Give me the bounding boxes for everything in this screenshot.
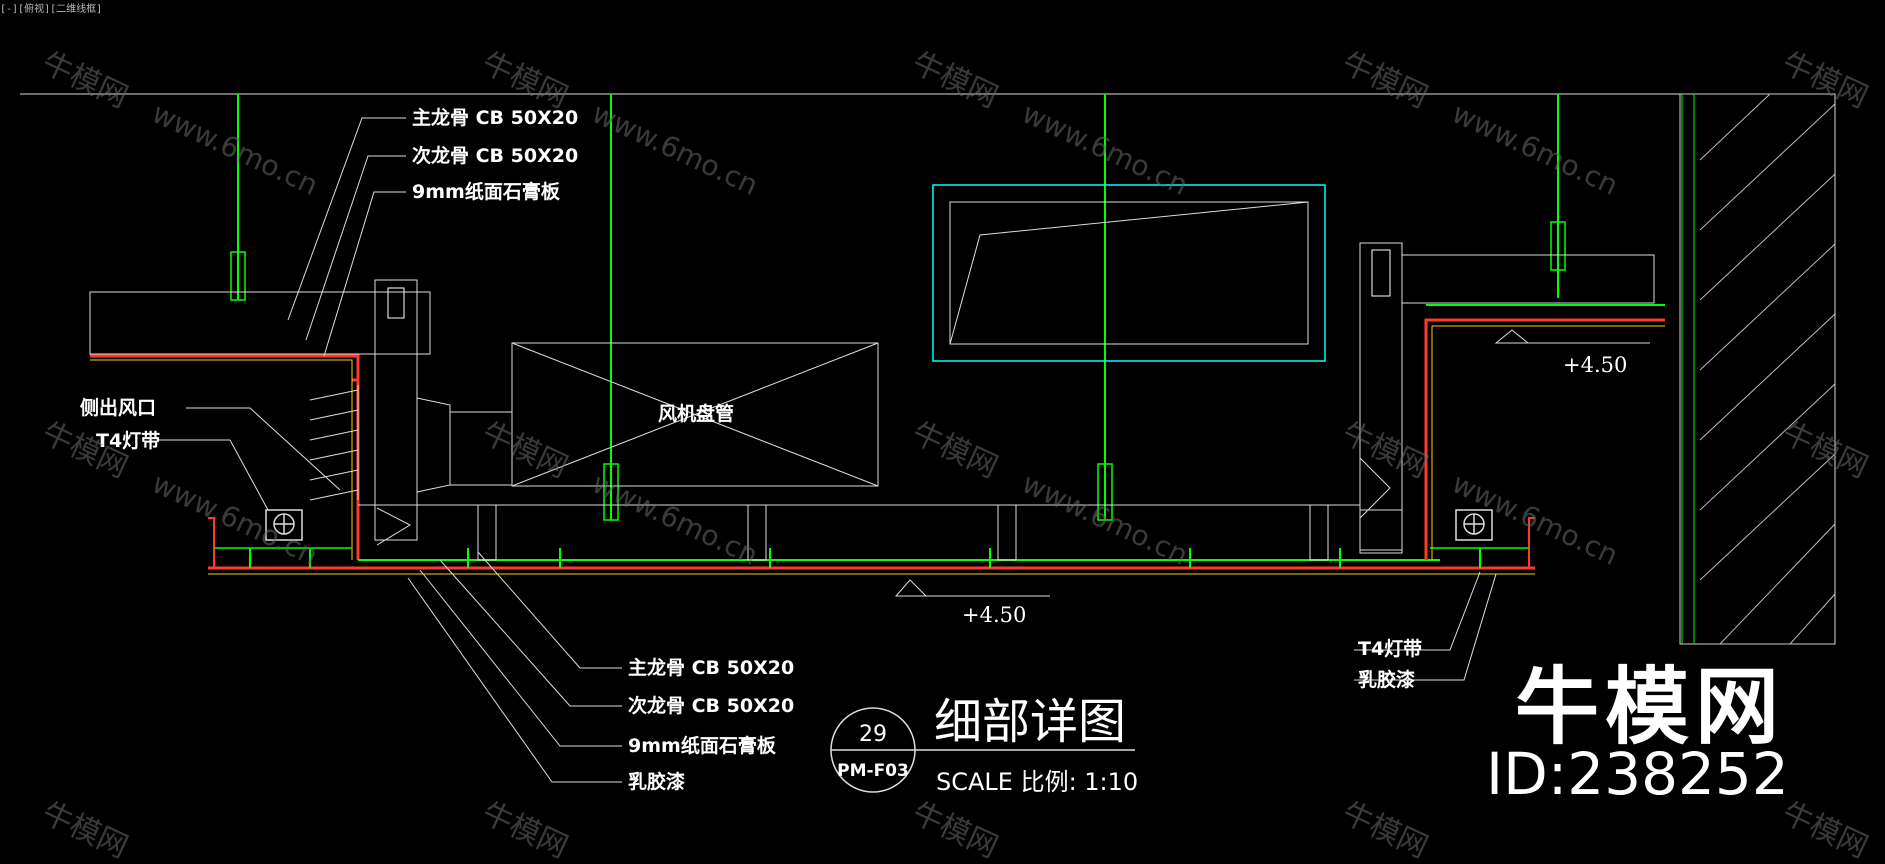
svg-text:牛模网: 牛模网 [37, 46, 133, 116]
detail-title: 细部详图 [934, 694, 1126, 750]
svg-text:牛模网: 牛模网 [1777, 416, 1873, 486]
svg-text:牛模网: 牛模网 [1337, 416, 1433, 486]
label-main-keel-bottom: 主龙骨 CB 50X20 [628, 656, 794, 679]
brand-logo: 牛模网 [1514, 658, 1785, 756]
label-side-outlet: 侧出风口 [80, 396, 156, 419]
label-gypsum-top: 9mm纸面石膏板 [412, 180, 561, 203]
label-t4-left: T4灯带 [96, 430, 160, 452]
hanger-rods [237, 94, 1559, 520]
label-sub-keel-bottom: 次龙骨 CB 50X20 [628, 694, 794, 717]
concrete-wall [1679, 93, 1836, 645]
fan-coil-unit [511, 342, 879, 487]
level-right-text: +4.50 [1563, 353, 1627, 377]
svg-text:牛模网: 牛模网 [477, 796, 573, 864]
level-bottom-text: +4.50 [962, 603, 1026, 627]
brand-id: ID:238252 [1486, 740, 1789, 808]
viewport-label: [-][俯视][二维线框] [0, 4, 103, 15]
lower-ceiling [208, 504, 1535, 575]
svg-text:牛模网: 牛模网 [477, 416, 573, 486]
svg-text:www.6mo.cn: www.6mo.cn [1447, 96, 1623, 201]
t4-lamp-right [1455, 509, 1493, 541]
leader-lines [158, 117, 1497, 783]
label-fan-coil: 风机盘管 [658, 402, 734, 425]
svg-text:牛模网: 牛模网 [907, 416, 1003, 486]
title-block: 29 PM-F03 细部详图 SCALE 比例: 1:10 [830, 694, 1138, 796]
label-latex-right: 乳胶漆 [1358, 668, 1415, 691]
svg-text:www.6mo.cn: www.6mo.cn [587, 466, 763, 571]
svg-text:牛模网: 牛模网 [1337, 46, 1433, 116]
svg-text:牛模网: 牛模网 [907, 46, 1003, 116]
label-t4-right: T4灯带 [1358, 638, 1422, 660]
svg-text:www.6mo.cn: www.6mo.cn [147, 466, 323, 571]
svg-text:牛模网: 牛模网 [477, 46, 573, 116]
sheet-code: PM-F03 [837, 761, 909, 781]
hanger-clips [230, 221, 1566, 521]
svg-text:牛模网: 牛模网 [37, 796, 133, 864]
svg-text:牛模网: 牛模网 [1337, 796, 1433, 864]
scale-text: SCALE 比例: 1:10 [936, 768, 1138, 796]
level-marker-bottom: +4.50 [894, 579, 1050, 627]
side-air-outlet [309, 385, 359, 501]
label-sub-keel-top: 次龙骨 CB 50X20 [412, 144, 578, 167]
svg-text:牛模网: 牛模网 [907, 796, 1003, 864]
access-panel [932, 184, 1326, 362]
label-main-keel-top: 主龙骨 CB 50X20 [412, 106, 578, 129]
level-marker-right: +4.50 [1494, 329, 1650, 377]
svg-text:牛模网: 牛模网 [37, 416, 133, 486]
svg-text:www.6mo.cn: www.6mo.cn [147, 96, 323, 201]
label-latex-bottom: 乳胶漆 [628, 770, 685, 793]
svg-text:牛模网: 牛模网 [1777, 796, 1873, 864]
svg-text:www.6mo.cn: www.6mo.cn [587, 96, 763, 201]
gypsum-left-upper [90, 354, 360, 382]
upper-ceiling-right [1359, 242, 1655, 554]
label-gypsum-bottom: 9mm纸面石膏板 [628, 734, 777, 757]
gypsum-right-upper [1424, 318, 1665, 560]
svg-text:牛模网: 牛模网 [1777, 46, 1873, 116]
upper-ceiling-left [89, 279, 431, 541]
t4-lamp-left [265, 509, 303, 541]
detail-number: 29 [859, 722, 887, 747]
